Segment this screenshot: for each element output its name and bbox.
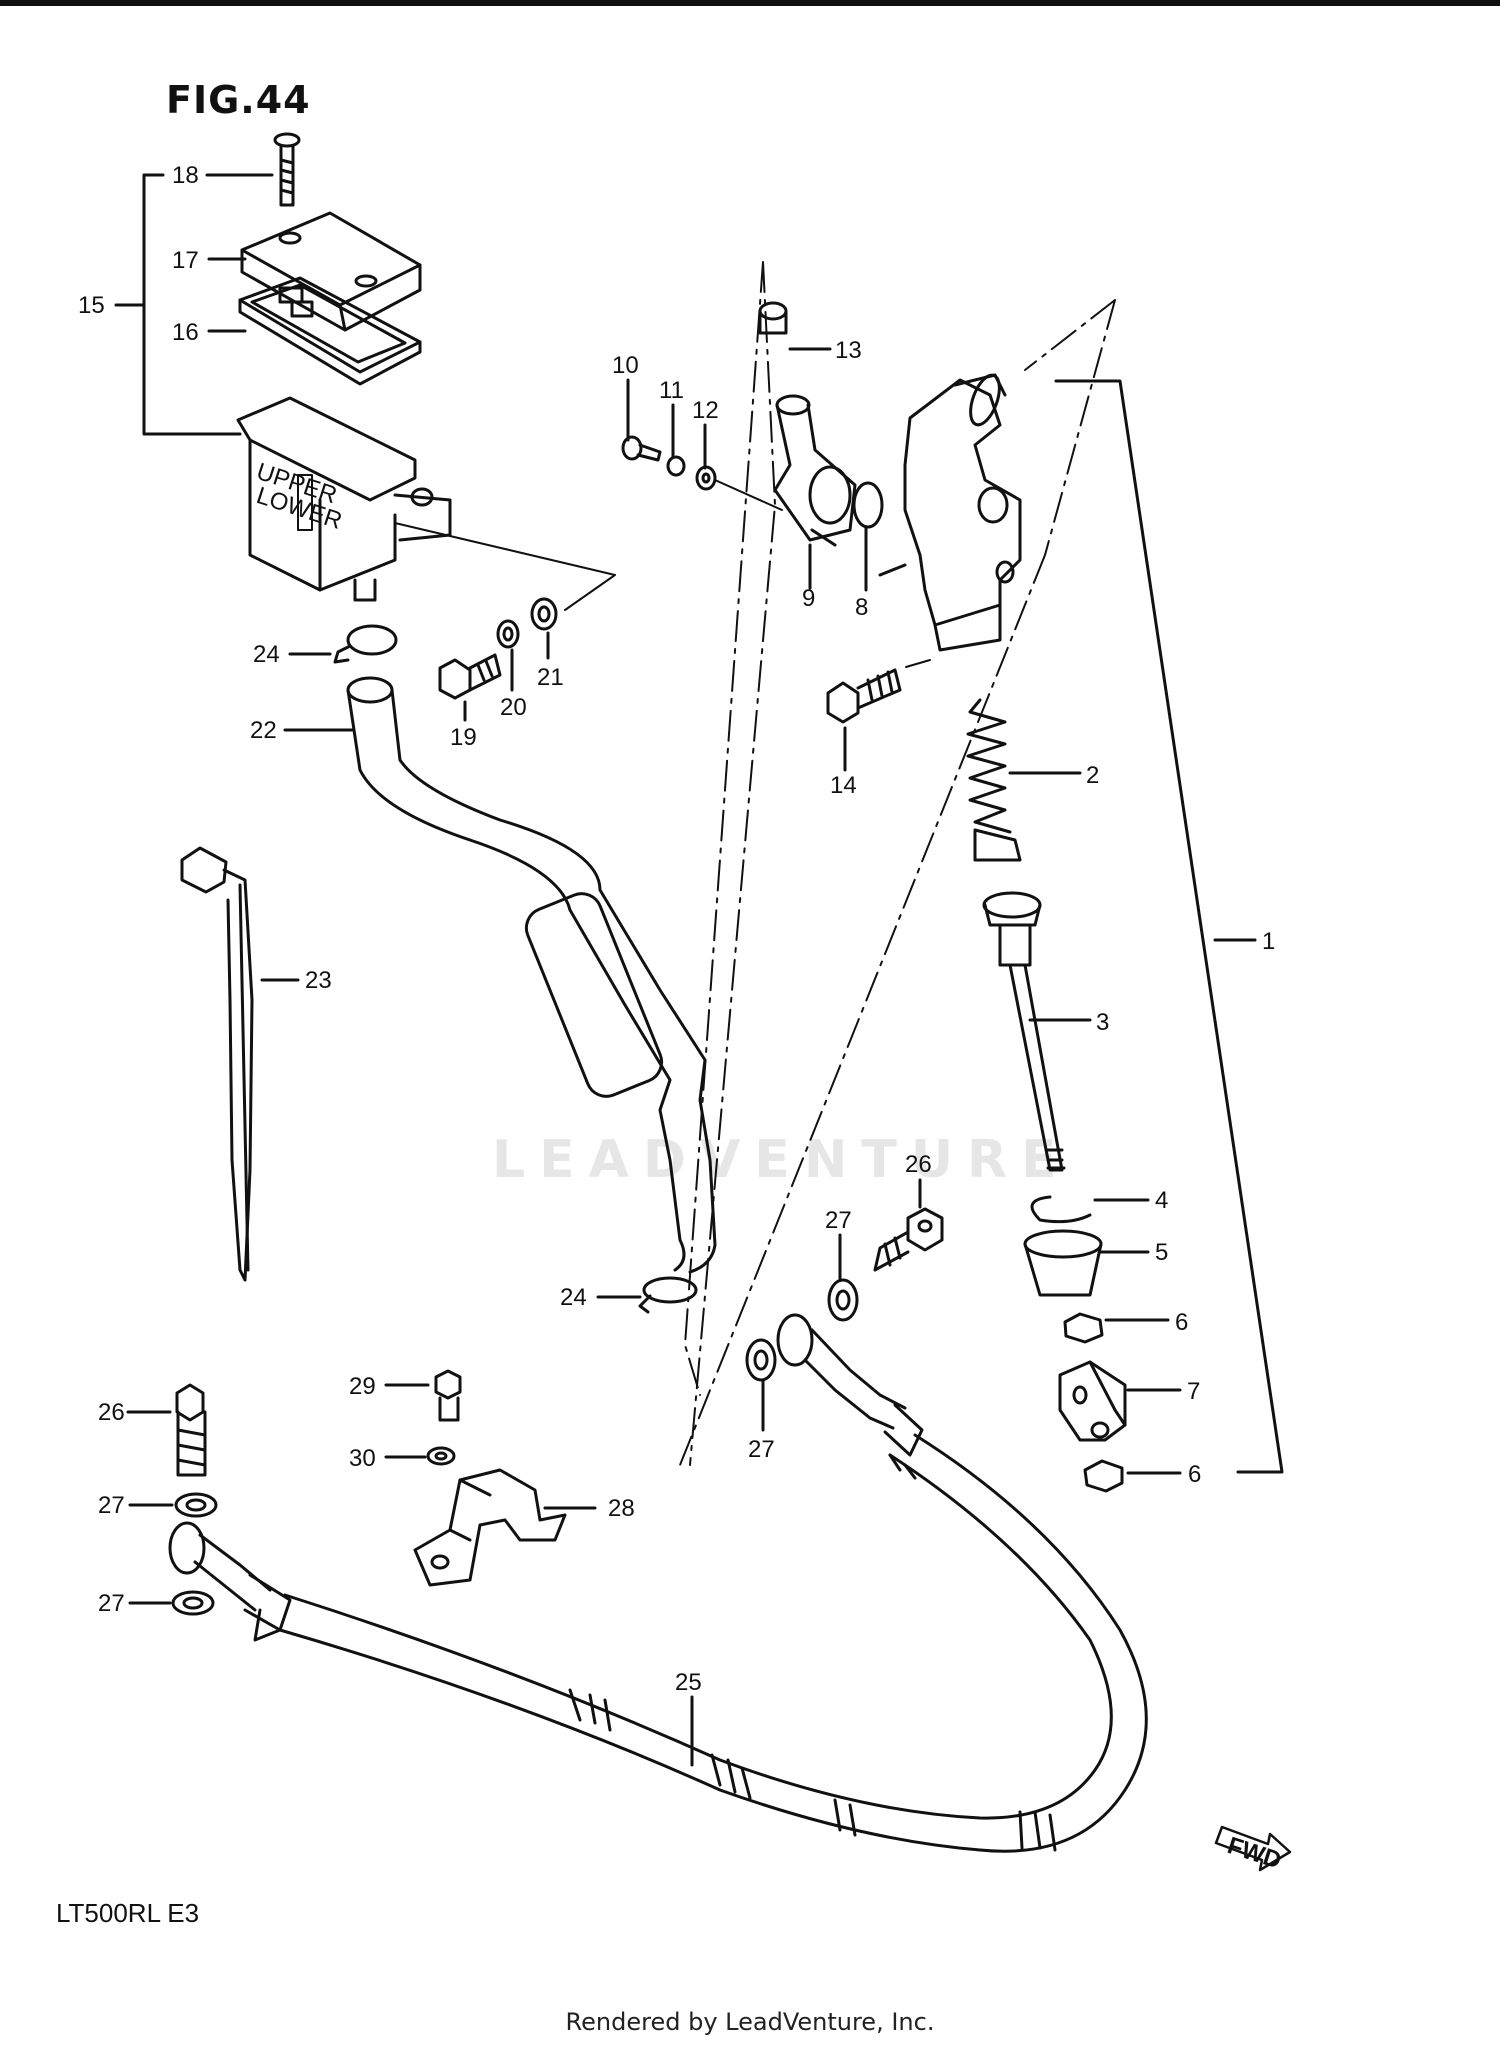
callout-3: 3 (1096, 1009, 1109, 1036)
callout-28: 28 (608, 1495, 635, 1522)
callout-24-top: 24 (253, 641, 280, 668)
callout-29: 29 (349, 1373, 376, 1400)
leader-washer-12 (714, 479, 783, 511)
bolt-14 (826, 668, 902, 724)
callout-23: 23 (305, 967, 332, 994)
callout-12: 12 (692, 397, 719, 424)
callout-15: 15 (78, 292, 105, 319)
clevis-7 (1058, 1360, 1127, 1442)
callout-5: 5 (1155, 1239, 1168, 1266)
leader-bolt-14 (905, 659, 931, 668)
model-code: LT500RL E3 (56, 1898, 200, 1928)
boot-5 (1023, 1229, 1103, 1297)
reservoir-hose-22 (346, 676, 717, 1274)
cable-tie-23 (180, 846, 254, 1282)
snap-ring-4 (1030, 1195, 1092, 1224)
union-bolt-13 (758, 301, 788, 335)
washer-27-lower-b (171, 1590, 215, 1616)
diaphragm-plate-16 (238, 276, 422, 386)
bracket-15 (142, 173, 242, 436)
washer-27-lower-a (174, 1492, 218, 1518)
callout-9: 9 (802, 585, 815, 612)
washer-27-upper (827, 1278, 859, 1322)
callout-27-mid: 27 (748, 1436, 775, 1463)
push-rod-3 (1008, 963, 1066, 1172)
callout-6-lower: 6 (1188, 1461, 1201, 1488)
washer-21 (530, 597, 558, 631)
callout-7: 7 (1187, 1378, 1200, 1405)
callout-1: 1 (1262, 928, 1275, 955)
reservoir-screw-18 (273, 132, 301, 207)
washer-27-mid (745, 1338, 777, 1382)
washer-12 (695, 465, 717, 491)
hose-clamp-24-bottom (638, 1276, 698, 1314)
master-cylinder-body (878, 373, 1022, 652)
dash-line-cylinder (679, 299, 1116, 1466)
callout-30: 30 (349, 1445, 376, 1472)
hose-union-9 (773, 394, 857, 547)
callout-11: 11 (659, 377, 684, 404)
dash-line-hose (684, 261, 776, 1466)
callout-17: 17 (172, 247, 199, 274)
nut-6-upper (1063, 1312, 1104, 1344)
callout-13: 13 (835, 337, 862, 364)
callout-27-lower-b: 27 (98, 1590, 125, 1617)
piston-spring-2 (966, 698, 1042, 967)
reservoir-body (236, 396, 452, 602)
callout-26-lower: 26 (98, 1399, 125, 1426)
callout-21: 21 (537, 664, 564, 691)
watermark-text: LEADVENTURE (492, 1130, 1071, 1190)
hose-clamp-28 (413, 1468, 567, 1587)
callout-14: 14 (830, 772, 857, 799)
screw-10 (621, 435, 662, 462)
callout-16: 16 (172, 319, 199, 346)
callout-2: 2 (1086, 762, 1099, 789)
nut-6-lower (1083, 1459, 1124, 1493)
hose-clamp-24-top (333, 624, 398, 664)
callout-8: 8 (855, 594, 868, 621)
callout-22: 22 (250, 717, 277, 744)
o-ring-8 (852, 481, 884, 529)
callout-4: 4 (1155, 1187, 1168, 1214)
callout-26-upper: 26 (905, 1151, 932, 1178)
lock-washer-11 (666, 455, 686, 477)
brake-hose-25 (253, 1313, 1148, 1853)
callout-20: 20 (500, 694, 527, 721)
callout-27-upper: 27 (825, 1207, 852, 1234)
washer-30 (426, 1446, 456, 1466)
bracket-1 (1054, 379, 1284, 1474)
union-bolt-26-upper (873, 1207, 944, 1272)
callout-10: 10 (612, 352, 639, 379)
callout-25: 25 (675, 1669, 702, 1696)
fwd-arrow-icon (1214, 1825, 1292, 1872)
callout-24-bottom: 24 (560, 1284, 587, 1311)
callout-18: 18 (172, 162, 199, 189)
callout-6-upper: 6 (1175, 1309, 1188, 1336)
credit-text: Rendered by LeadVenture, Inc. (565, 2008, 935, 2036)
screw-29 (434, 1369, 462, 1422)
bolt-19 (438, 653, 502, 700)
washer-20 (496, 619, 520, 649)
leader-reservoir-mount (394, 522, 616, 611)
callout-27-lower-a: 27 (98, 1492, 125, 1519)
union-bolt-26-lower (175, 1383, 207, 1477)
callout-19: 19 (450, 724, 477, 751)
figure-title: FIG.44 (166, 78, 311, 122)
lower-banjo (168, 1521, 292, 1632)
